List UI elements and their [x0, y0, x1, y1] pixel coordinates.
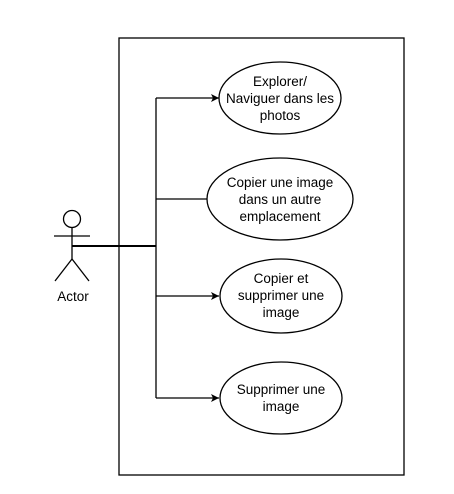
actor-head: [62, 209, 82, 229]
system-boundary: [118, 37, 405, 476]
use-case-2-ellipse[interactable]: [206, 157, 354, 241]
connectors: [72, 94, 219, 402]
use-case-1-ellipse[interactable]: [218, 61, 342, 135]
actor-figure: [54, 209, 90, 282]
use-case-shapes: [206, 61, 354, 435]
actor-right-leg: [71, 258, 90, 282]
use-case-3-ellipse[interactable]: [219, 258, 343, 334]
actor-left-leg: [54, 258, 73, 282]
use-case-4-ellipse[interactable]: [219, 361, 343, 435]
